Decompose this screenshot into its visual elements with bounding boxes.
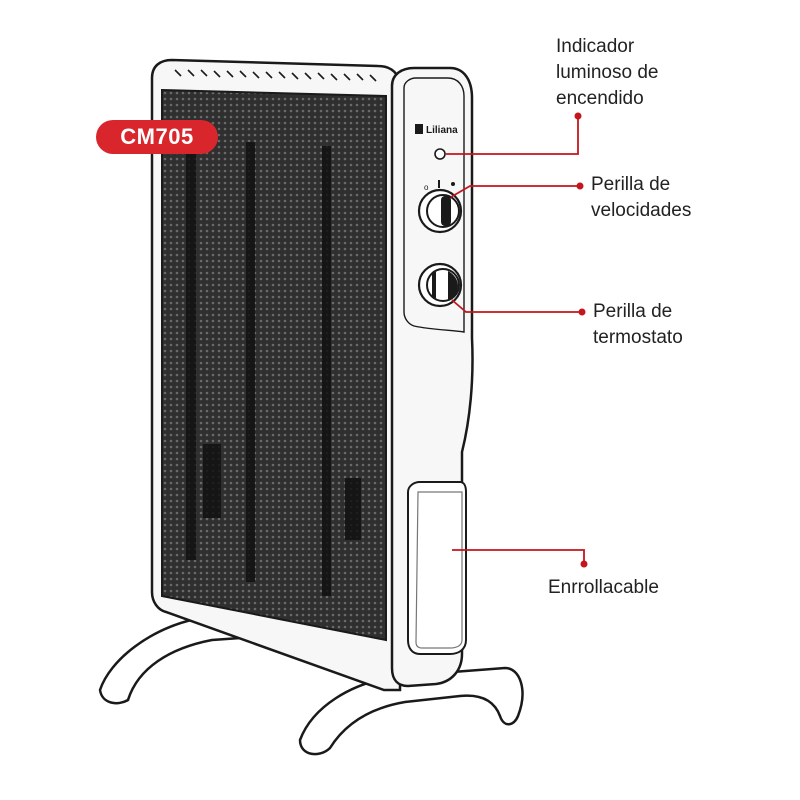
model-badge: CM705: [96, 120, 218, 154]
heater-frame: [150, 58, 402, 692]
callout-line: velocidades: [591, 200, 692, 221]
callout-line: Enrrollacable: [548, 577, 659, 598]
callout-line: luminoso de: [556, 62, 659, 83]
power-indicator-light: [434, 148, 446, 160]
control-column: Liliana o: [390, 66, 474, 688]
control-panel-inset: [403, 77, 465, 333]
dot-velocidades: [576, 182, 584, 190]
callout-line: Perilla de: [593, 301, 673, 322]
cord-wrap-inner: [415, 491, 463, 649]
cord-wrap-compartment: [407, 481, 467, 655]
dot-enrollacable: [580, 560, 588, 568]
brand-label: Liliana: [426, 125, 458, 136]
top-vents: [174, 69, 377, 82]
callout-dots: [574, 112, 588, 568]
dot-termostato: [578, 308, 586, 316]
callout-speed-knob: Perilla de velocidades: [591, 172, 691, 224]
callout-leaders: [446, 118, 585, 562]
callout-line: termostato: [593, 327, 683, 348]
callout-line: Indicador: [556, 36, 635, 57]
speed-knob: o: [417, 180, 463, 234]
leader-enrollacable: [452, 549, 585, 562]
leader-indicador: [446, 118, 579, 155]
callout-cord-wrap: Enrrollacable: [548, 575, 659, 601]
thermostat-knob: [417, 262, 463, 308]
panel-ribs: [186, 140, 361, 596]
leader-termostato: [451, 299, 580, 313]
brand-logo-mark: [415, 124, 423, 134]
callout-power-indicator: Indicador luminoso de encendido: [556, 34, 658, 112]
left-foot: [98, 614, 272, 705]
dot-indicador: [574, 112, 582, 120]
svg-text:o: o: [424, 183, 429, 192]
leader-velocidades: [450, 185, 578, 198]
callout-line: encendido: [556, 88, 644, 109]
callout-line: Perilla de: [591, 174, 671, 195]
callout-thermostat-knob: Perilla de termostato: [593, 299, 683, 351]
